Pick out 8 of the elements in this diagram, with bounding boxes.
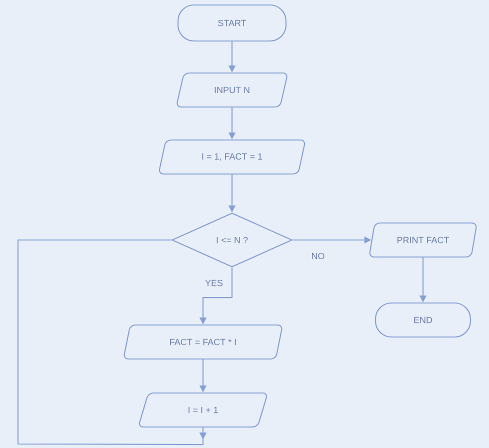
output-box: PRINT FACT: [369, 222, 477, 258]
process-box: I = I + 1: [138, 392, 268, 428]
terminal-box: END: [374, 302, 472, 338]
process-box: I = 1, FACT = 1: [158, 139, 306, 175]
process-box: FACT = FACT * I: [124, 324, 282, 360]
input-box: INPUT N: [176, 72, 288, 108]
terminal-box: START: [177, 4, 287, 42]
arrow: [17, 239, 207, 446]
